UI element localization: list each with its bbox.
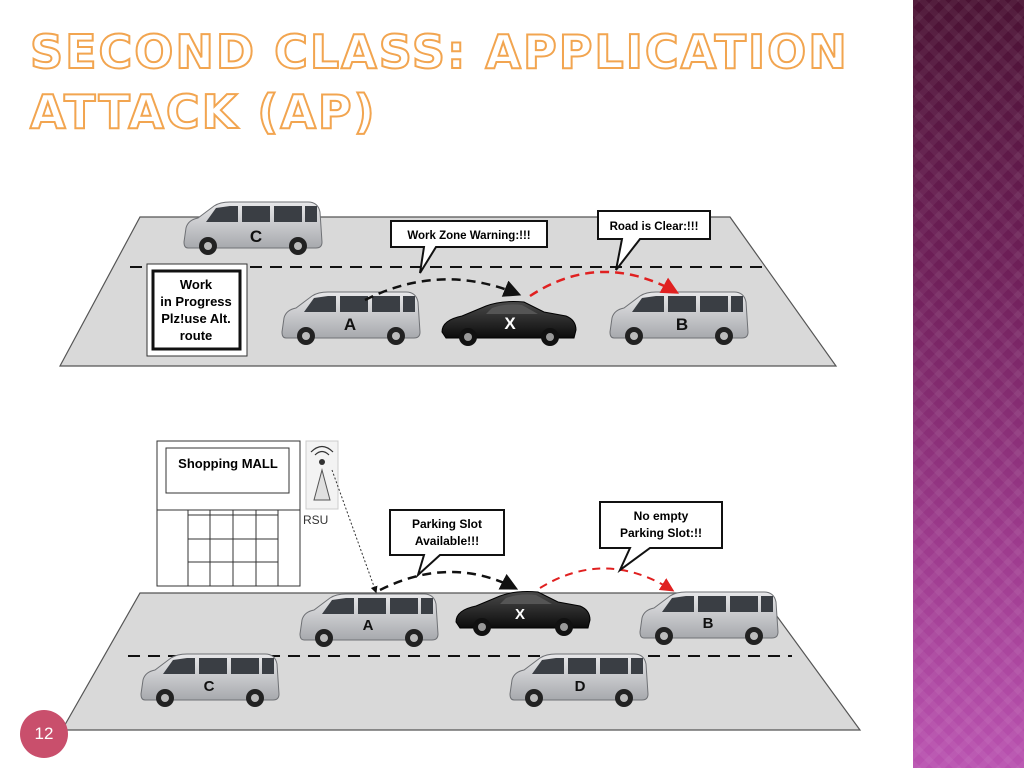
vehicle-label: C	[204, 678, 215, 695]
bubble-text: Parking Slot	[412, 517, 482, 531]
vehicle-a: A	[281, 291, 421, 346]
vehicle-b: B	[609, 291, 749, 346]
broadcast-arrow	[379, 570, 519, 592]
rsu-label: RSU	[303, 513, 328, 527]
vehicle-x-attacker: X	[455, 591, 591, 637]
malicious-arrow	[539, 567, 675, 592]
vehicle-label: D	[575, 678, 586, 695]
vehicle-label: B	[676, 315, 688, 334]
speech-bubble-no-parking: No empty Parking Slot:!!	[599, 501, 723, 574]
bubble-text: No empty	[634, 509, 689, 523]
mall-label: Shopping MALL	[178, 456, 278, 471]
sign-line: Plz!use Alt.	[161, 311, 231, 326]
vehicle-label: A	[363, 617, 374, 634]
shopping-mall: Shopping MALL	[156, 440, 301, 587]
decorative-sidebar	[913, 0, 1024, 768]
broadcast-arrow	[364, 278, 522, 302]
bubble-text: Work Zone Warning:!!!	[407, 230, 530, 242]
sign-line: in Progress	[160, 294, 232, 309]
slide-number-badge: 12	[20, 710, 68, 758]
slide-title: Second Class: Application Attack (AP)	[29, 24, 849, 140]
vehicle-label: B	[703, 615, 714, 632]
speech-bubble-parking-available: Parking Slot Available!!!	[389, 509, 505, 579]
sign-line: route	[180, 328, 213, 343]
vehicle-label: C	[250, 227, 262, 246]
vehicle-c: C	[183, 201, 323, 256]
vehicle-x-attacker: X	[441, 301, 577, 347]
speech-bubble-road-clear: Road is Clear:!!!	[597, 210, 711, 271]
scene-work-zone: Work in Progress Plz!use Alt. route C A …	[58, 201, 838, 367]
vehicle-label: A	[344, 315, 356, 334]
scene-parking: Shopping MALL RSU A X	[60, 440, 862, 731]
rsu-link	[331, 469, 378, 594]
vehicle-c: C	[140, 653, 280, 708]
vehicle-a: A	[299, 593, 439, 648]
vehicle-label: X	[515, 606, 525, 623]
rsu-antenna: RSU	[303, 440, 339, 527]
sign-line: Work	[180, 277, 213, 292]
malicious-arrow	[529, 270, 680, 298]
vehicle-b: B	[639, 591, 779, 646]
work-zone-sign: Work in Progress Plz!use Alt. route	[146, 263, 248, 357]
bubble-text: Available!!!	[415, 534, 479, 548]
bubble-text: Road is Clear:!!!	[610, 221, 699, 233]
vehicle-d: D	[509, 653, 649, 708]
speech-bubble-warning: Work Zone Warning:!!!	[390, 220, 548, 274]
vehicle-label: X	[504, 314, 516, 333]
bubble-text: Parking Slot:!!	[620, 526, 702, 540]
